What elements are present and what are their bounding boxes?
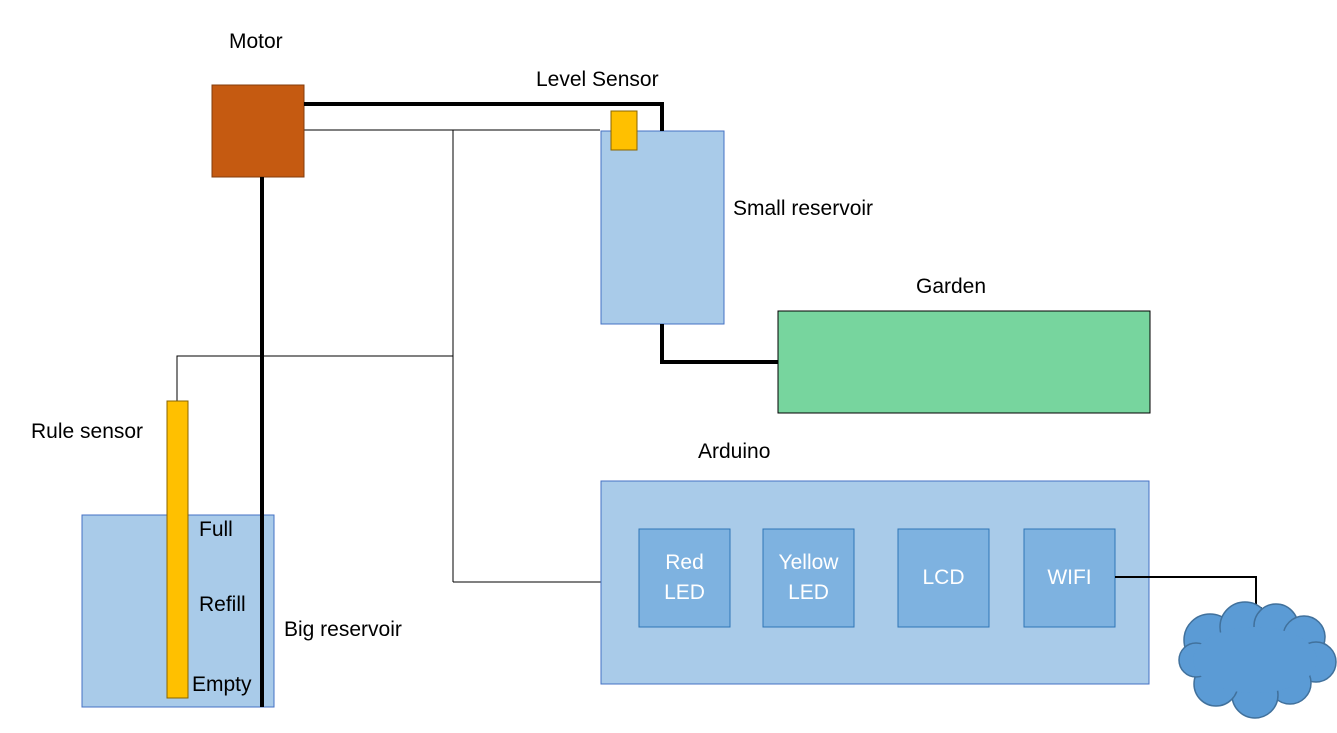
small-reservoir-label: Small reservoir — [733, 197, 874, 220]
wire-rule-sensor — [176, 355, 453, 401]
lcd-line1: LCD — [922, 565, 965, 589]
yellow-led-label: Yellow LED — [763, 529, 854, 627]
yellow-led-line2: LED — [788, 581, 829, 604]
pipe-motor-to-small-reservoir — [304, 102, 664, 131]
garden — [777, 310, 1151, 414]
cloud-icon — [1178, 601, 1337, 719]
component-yellow-led — [762, 528, 855, 628]
arduino-label: Arduino — [698, 440, 771, 463]
small-reservoir — [600, 130, 725, 325]
empty-level-label: Empty — [192, 673, 252, 696]
level-sensor-label: Level Sensor — [536, 68, 659, 91]
component-lcd — [897, 528, 990, 628]
garden-label: Garden — [916, 275, 987, 298]
wifi-line1: WIFI — [1047, 565, 1092, 589]
red-led-line1: Red — [665, 550, 704, 574]
big-reservoir-label: Big reservoir — [284, 618, 402, 641]
wifi-label: WIFI — [1024, 529, 1115, 627]
motor-label: Motor — [229, 30, 283, 53]
rule-sensor — [166, 400, 189, 699]
yellow-led-line1: Yellow — [778, 550, 839, 574]
pipe-small-reservoir-to-garden — [660, 324, 778, 364]
red-led-line2: LED — [664, 581, 705, 604]
full-level-label: Full — [199, 518, 233, 541]
component-red-led — [638, 528, 731, 628]
rule-sensor-label: Rule sensor — [31, 420, 144, 443]
level-sensor — [610, 110, 638, 151]
wifi-link-arrow — [1115, 576, 1257, 608]
refill-level-label: Refill — [199, 593, 246, 616]
motor — [211, 84, 305, 178]
red-led-label: Red LED — [639, 529, 730, 627]
lcd-label: LCD — [898, 529, 989, 627]
